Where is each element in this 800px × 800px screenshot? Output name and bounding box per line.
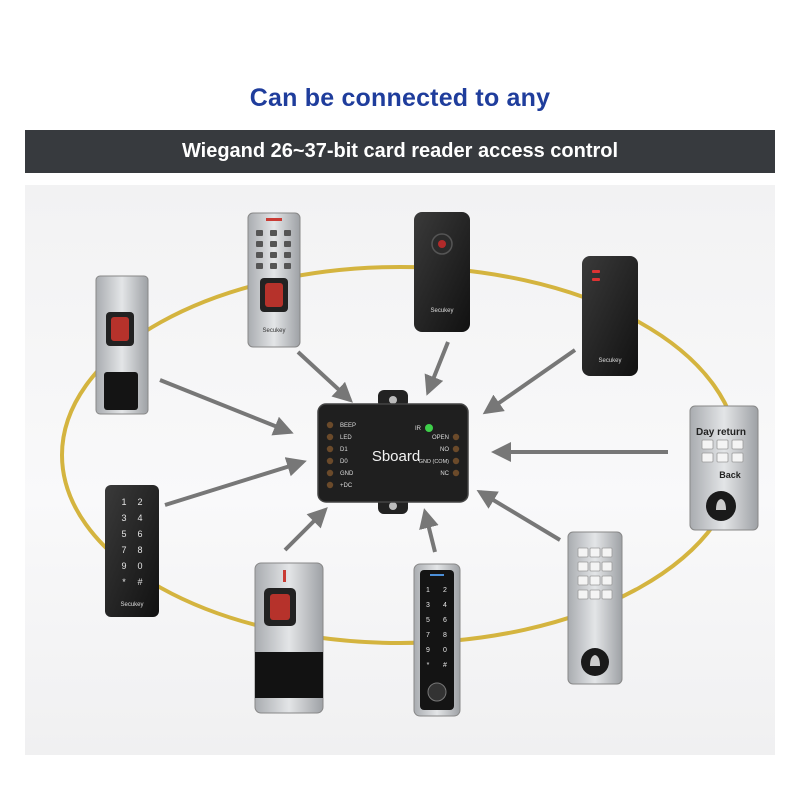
touch-keypad-fingerprint: 1 2 3 4 5 6 7 8 9 0 * # [413,563,461,717]
g-key-9: 9 [426,647,430,654]
g-key-star: * [427,662,430,669]
arrow-3 [424,341,450,396]
g-key-8: 8 [443,632,447,639]
keypad-reader-black: 1 2 3 4 5 6 7 8 9 0 * # Secukey [105,485,159,617]
i-key-star: * [122,577,126,587]
card-reader-black-top: Secukey [414,212,470,332]
i-key-8: 8 [137,545,142,555]
arrow-6 [476,489,562,542]
arrow-2 [296,350,353,403]
i-key-2: 2 [137,497,142,507]
terminal-gnd: GND [340,471,354,477]
arrow-1 [159,378,294,436]
g-key-7: 7 [426,632,430,639]
sboard-controller: BEEP LED D1 D0 GND +DC OPEN NO GND (COM)… [317,390,469,514]
terminal-dc: +DC [340,483,353,489]
g-key-3: 3 [426,602,430,609]
arrow-9 [164,457,307,507]
g-key-6: 6 [443,617,447,624]
terminal-gnd-com: GND (COM) [419,459,449,465]
i-key-5: 5 [121,529,126,539]
ir-label: IR [415,426,422,432]
i-key-9: 9 [121,561,126,571]
terminal-beep: BEEP [340,423,356,429]
i-key-hash: # [137,577,142,587]
g-key-0: 0 [443,647,447,654]
arrows [159,341,668,553]
fingerprint-reader-bottom [254,562,324,714]
arrow-7 [419,508,439,553]
arrow-4 [482,348,577,415]
keypad-doorbell-silver [567,531,623,685]
keypad-fingerprint-reader: Secukey [247,212,301,348]
i-key-0: 0 [137,561,142,571]
g-key-4: 4 [443,602,447,609]
i-key-7: 7 [121,545,126,555]
status-led [425,424,433,432]
i-key-1: 1 [121,497,126,507]
i-key-3: 3 [121,513,126,523]
banner-text: Wiegand 26~37-bit card reader access con… [181,140,619,162]
banner: Wiegand 26~37-bit card reader access con… [25,130,775,173]
g-key-2: 2 [443,587,447,594]
brand-label-i: Secukey [120,602,143,608]
i-key-4: 4 [137,513,142,523]
terminal-d1: D1 [340,447,348,453]
terminal-no: NO [440,447,449,453]
terminal-open: OPEN [432,435,449,441]
brand-label-c: Secukey [430,308,453,314]
headline: Can be connected to any [249,84,551,112]
brand-label-b: Secukey [262,328,285,334]
arrow-8 [283,507,328,552]
day-return-back: Back [719,470,742,480]
day-return-title: Day return [696,427,746,438]
i-key-6: 6 [137,529,142,539]
brand-label-d: Secukey [598,358,621,364]
terminal-nc: NC [440,471,449,477]
g-key-hash: # [443,662,447,669]
terminal-d0: D0 [340,459,348,465]
fingerprint-reader-silver [95,275,149,415]
terminal-led: LED [340,435,352,441]
g-key-5: 5 [426,617,430,624]
g-key-1: 1 [426,587,430,594]
controller-name: Sboard [372,448,420,465]
day-return-keypad: Day return Back [689,405,759,531]
card-reader-black-right: Secukey [582,256,638,376]
